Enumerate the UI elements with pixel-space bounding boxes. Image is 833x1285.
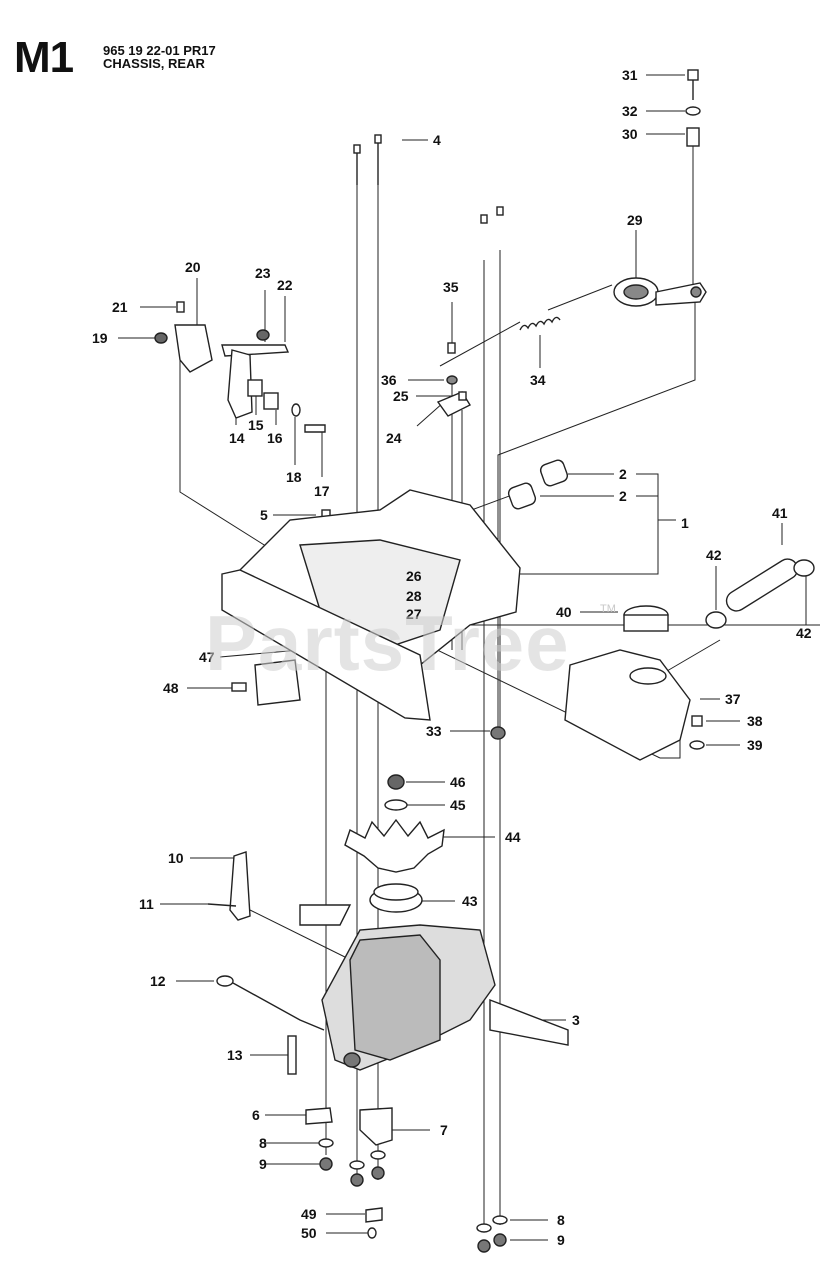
callout: 9 bbox=[259, 1156, 267, 1172]
section-code: M1 bbox=[14, 33, 74, 82]
callout: 6 bbox=[252, 1107, 260, 1123]
callout: 12 bbox=[150, 973, 166, 989]
callout: 25 bbox=[393, 388, 409, 404]
callout: 40 bbox=[556, 604, 572, 620]
callout: 50 bbox=[301, 1225, 317, 1241]
callout: 15 bbox=[248, 417, 264, 433]
callout: 42 bbox=[706, 547, 722, 563]
callout: 45 bbox=[450, 797, 466, 813]
callout: 44 bbox=[505, 829, 521, 845]
callout: 31 bbox=[622, 67, 638, 83]
callout-labels: 1 2 2 3 4 5 6 7 8 8 9 9 10 11 12 13 14 1… bbox=[92, 67, 812, 1248]
callout: 48 bbox=[163, 680, 179, 696]
callout: 41 bbox=[772, 505, 788, 521]
callout: 2 bbox=[619, 488, 627, 504]
callout: 1 bbox=[681, 515, 689, 531]
callout: 16 bbox=[267, 430, 283, 446]
callout: 49 bbox=[301, 1206, 317, 1222]
callout: 23 bbox=[255, 265, 271, 281]
section-title: CHASSIS, REAR bbox=[103, 56, 205, 71]
callout: 8 bbox=[557, 1212, 565, 1228]
callout: 27 bbox=[406, 606, 422, 622]
callout: 7 bbox=[440, 1122, 448, 1138]
callout: 35 bbox=[443, 279, 459, 295]
callout: 21 bbox=[112, 299, 128, 315]
callout: 39 bbox=[747, 737, 763, 753]
callout: 46 bbox=[450, 774, 466, 790]
callout: 22 bbox=[277, 277, 293, 293]
parts bbox=[154, 69, 815, 1253]
callout: 24 bbox=[386, 430, 402, 446]
callout: 20 bbox=[185, 259, 201, 275]
callout: 9 bbox=[557, 1232, 565, 1248]
callout: 36 bbox=[381, 372, 397, 388]
callout: 43 bbox=[462, 893, 478, 909]
callout: 47 bbox=[199, 649, 215, 665]
callout: 8 bbox=[259, 1135, 267, 1151]
callout: 13 bbox=[227, 1047, 243, 1063]
callout: 38 bbox=[747, 713, 763, 729]
callout: 14 bbox=[229, 430, 245, 446]
callout: 42 bbox=[796, 625, 812, 641]
callout: 26 bbox=[406, 568, 422, 584]
watermark-trademark: TM bbox=[600, 603, 616, 615]
callout: 29 bbox=[627, 212, 643, 228]
callout: 11 bbox=[139, 896, 154, 912]
part-number: 965 19 22-01 PR17 bbox=[103, 43, 216, 58]
callout: 33 bbox=[426, 723, 442, 739]
callout: 3 bbox=[572, 1012, 580, 1028]
callout: 37 bbox=[725, 691, 741, 707]
callout: 34 bbox=[530, 372, 546, 388]
callout: 28 bbox=[406, 588, 422, 604]
callout: 18 bbox=[286, 469, 302, 485]
callout: 5 bbox=[260, 507, 268, 523]
callout: 10 bbox=[168, 850, 184, 866]
watermark: PartsTree bbox=[205, 599, 570, 687]
callout: 17 bbox=[314, 483, 330, 499]
callout: 2 bbox=[619, 466, 627, 482]
callout: 19 bbox=[92, 330, 108, 346]
callout: 4 bbox=[433, 132, 441, 148]
callout: 32 bbox=[622, 103, 638, 119]
callout: 30 bbox=[622, 126, 638, 142]
